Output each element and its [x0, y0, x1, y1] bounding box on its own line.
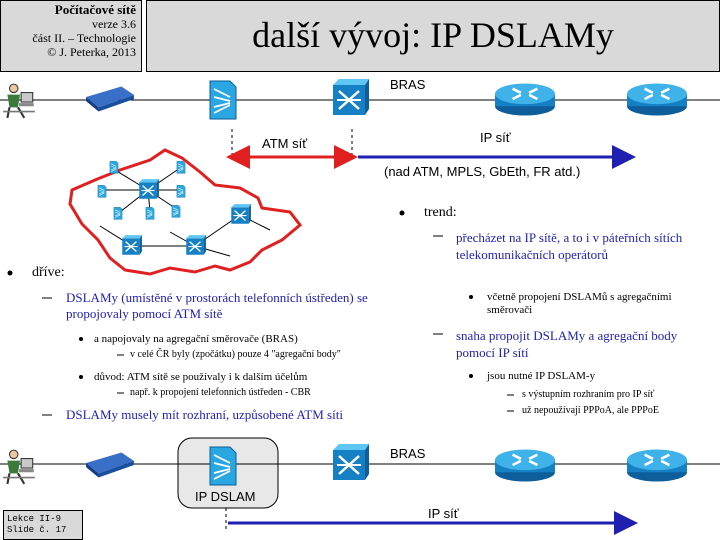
router-icon — [494, 448, 556, 483]
ip-network-label: IP síť — [428, 506, 459, 521]
map-atm-switch-icon — [121, 234, 142, 256]
lecture-info: Lekce II-9 Slide č. 17 — [3, 510, 83, 540]
course-info: Počítačové sítě verze 3.6 část II. – Tec… — [0, 0, 142, 72]
course-copyright: © J. Peterka, 2013 — [47, 45, 136, 59]
bullet-trend: trend: — [424, 205, 457, 220]
bras-label: BRAS — [390, 446, 426, 461]
bullet-earlier-sub1: DSLAMy (umístěné v prostorách telefonníc… — [66, 290, 368, 321]
bullet-trend-sub2-a-1: s výstupním rozhraním pro IP síť — [522, 389, 655, 400]
bullet-earlier-sub1-a-1: v celé ČR byly (zpočátku) pouze 4 "agreg… — [130, 349, 341, 360]
bullet-trend-sub1-a: včetně propojení DSLAMů s agregačními sm… — [487, 291, 672, 316]
bullet-trend-sub2: snaha propojit DSLAMy a agregační body p… — [456, 328, 678, 360]
bullet-earlier-sub1-a: a napojovaly na agregační směrovače (BRA… — [94, 333, 298, 345]
ip-dslam-icon — [209, 446, 237, 486]
bullet-markers — [7, 210, 514, 416]
course-name: Počítačové sítě — [54, 2, 136, 17]
bullet-trend-sub1: přecházet na IP sítě, a to i v páteřních… — [456, 230, 683, 262]
map-atm-switch-icon — [138, 178, 159, 200]
bullet-trend-sub2-a-2: už nepoužívají PPPoA, ale PPPoE — [522, 405, 659, 416]
bullet-trend-sub2-a: jsou nutné IP DSLAM-y — [487, 370, 596, 382]
router-icon — [626, 82, 688, 117]
ip-dslam-label: IP DSLAM — [195, 489, 256, 504]
map-atm-switch-icon — [230, 203, 251, 225]
atm-network-label: ATM síť — [262, 136, 308, 151]
bras-label: BRAS — [390, 77, 426, 92]
dsl-modem-icon — [86, 86, 134, 112]
dsl-modem-icon — [86, 452, 134, 478]
user-at-computer-icon — [3, 449, 35, 485]
router-icon — [494, 82, 556, 117]
page-title: další vývoj: IP DSLAMy — [252, 15, 614, 55]
user-at-computer-icon — [3, 83, 35, 119]
atm-switch-icon — [331, 77, 369, 117]
atm-switch-icon — [331, 442, 369, 482]
ip-network-note: (nad ATM, MPLS, GbEth, FR atd.) — [384, 164, 581, 179]
bullet-earlier-sub2: DSLAMy musely mít rozhraní, uzpůsobené A… — [66, 407, 343, 422]
bullet-earlier: dříve: — [32, 265, 65, 280]
title-bar: další vývoj: IP DSLAMy — [146, 0, 720, 72]
course-version: verze 3.6 — [92, 17, 136, 31]
ip-network-label: IP síť — [480, 130, 511, 145]
course-part: část II. – Technologie — [32, 31, 136, 45]
lecture-number: Lekce II-9 — [7, 514, 62, 524]
slide-number: Slide č. 17 — [7, 525, 67, 535]
dslam-icon — [209, 80, 237, 120]
bullet-earlier-sub1-b-1: např. k propojení telefonních ústředen -… — [130, 387, 311, 398]
router-icon — [626, 448, 688, 483]
bullet-earlier-sub1-b: důvod: ATM sítě se používaly i k dalším … — [94, 371, 308, 383]
map-atm-switch-icon — [185, 234, 206, 256]
